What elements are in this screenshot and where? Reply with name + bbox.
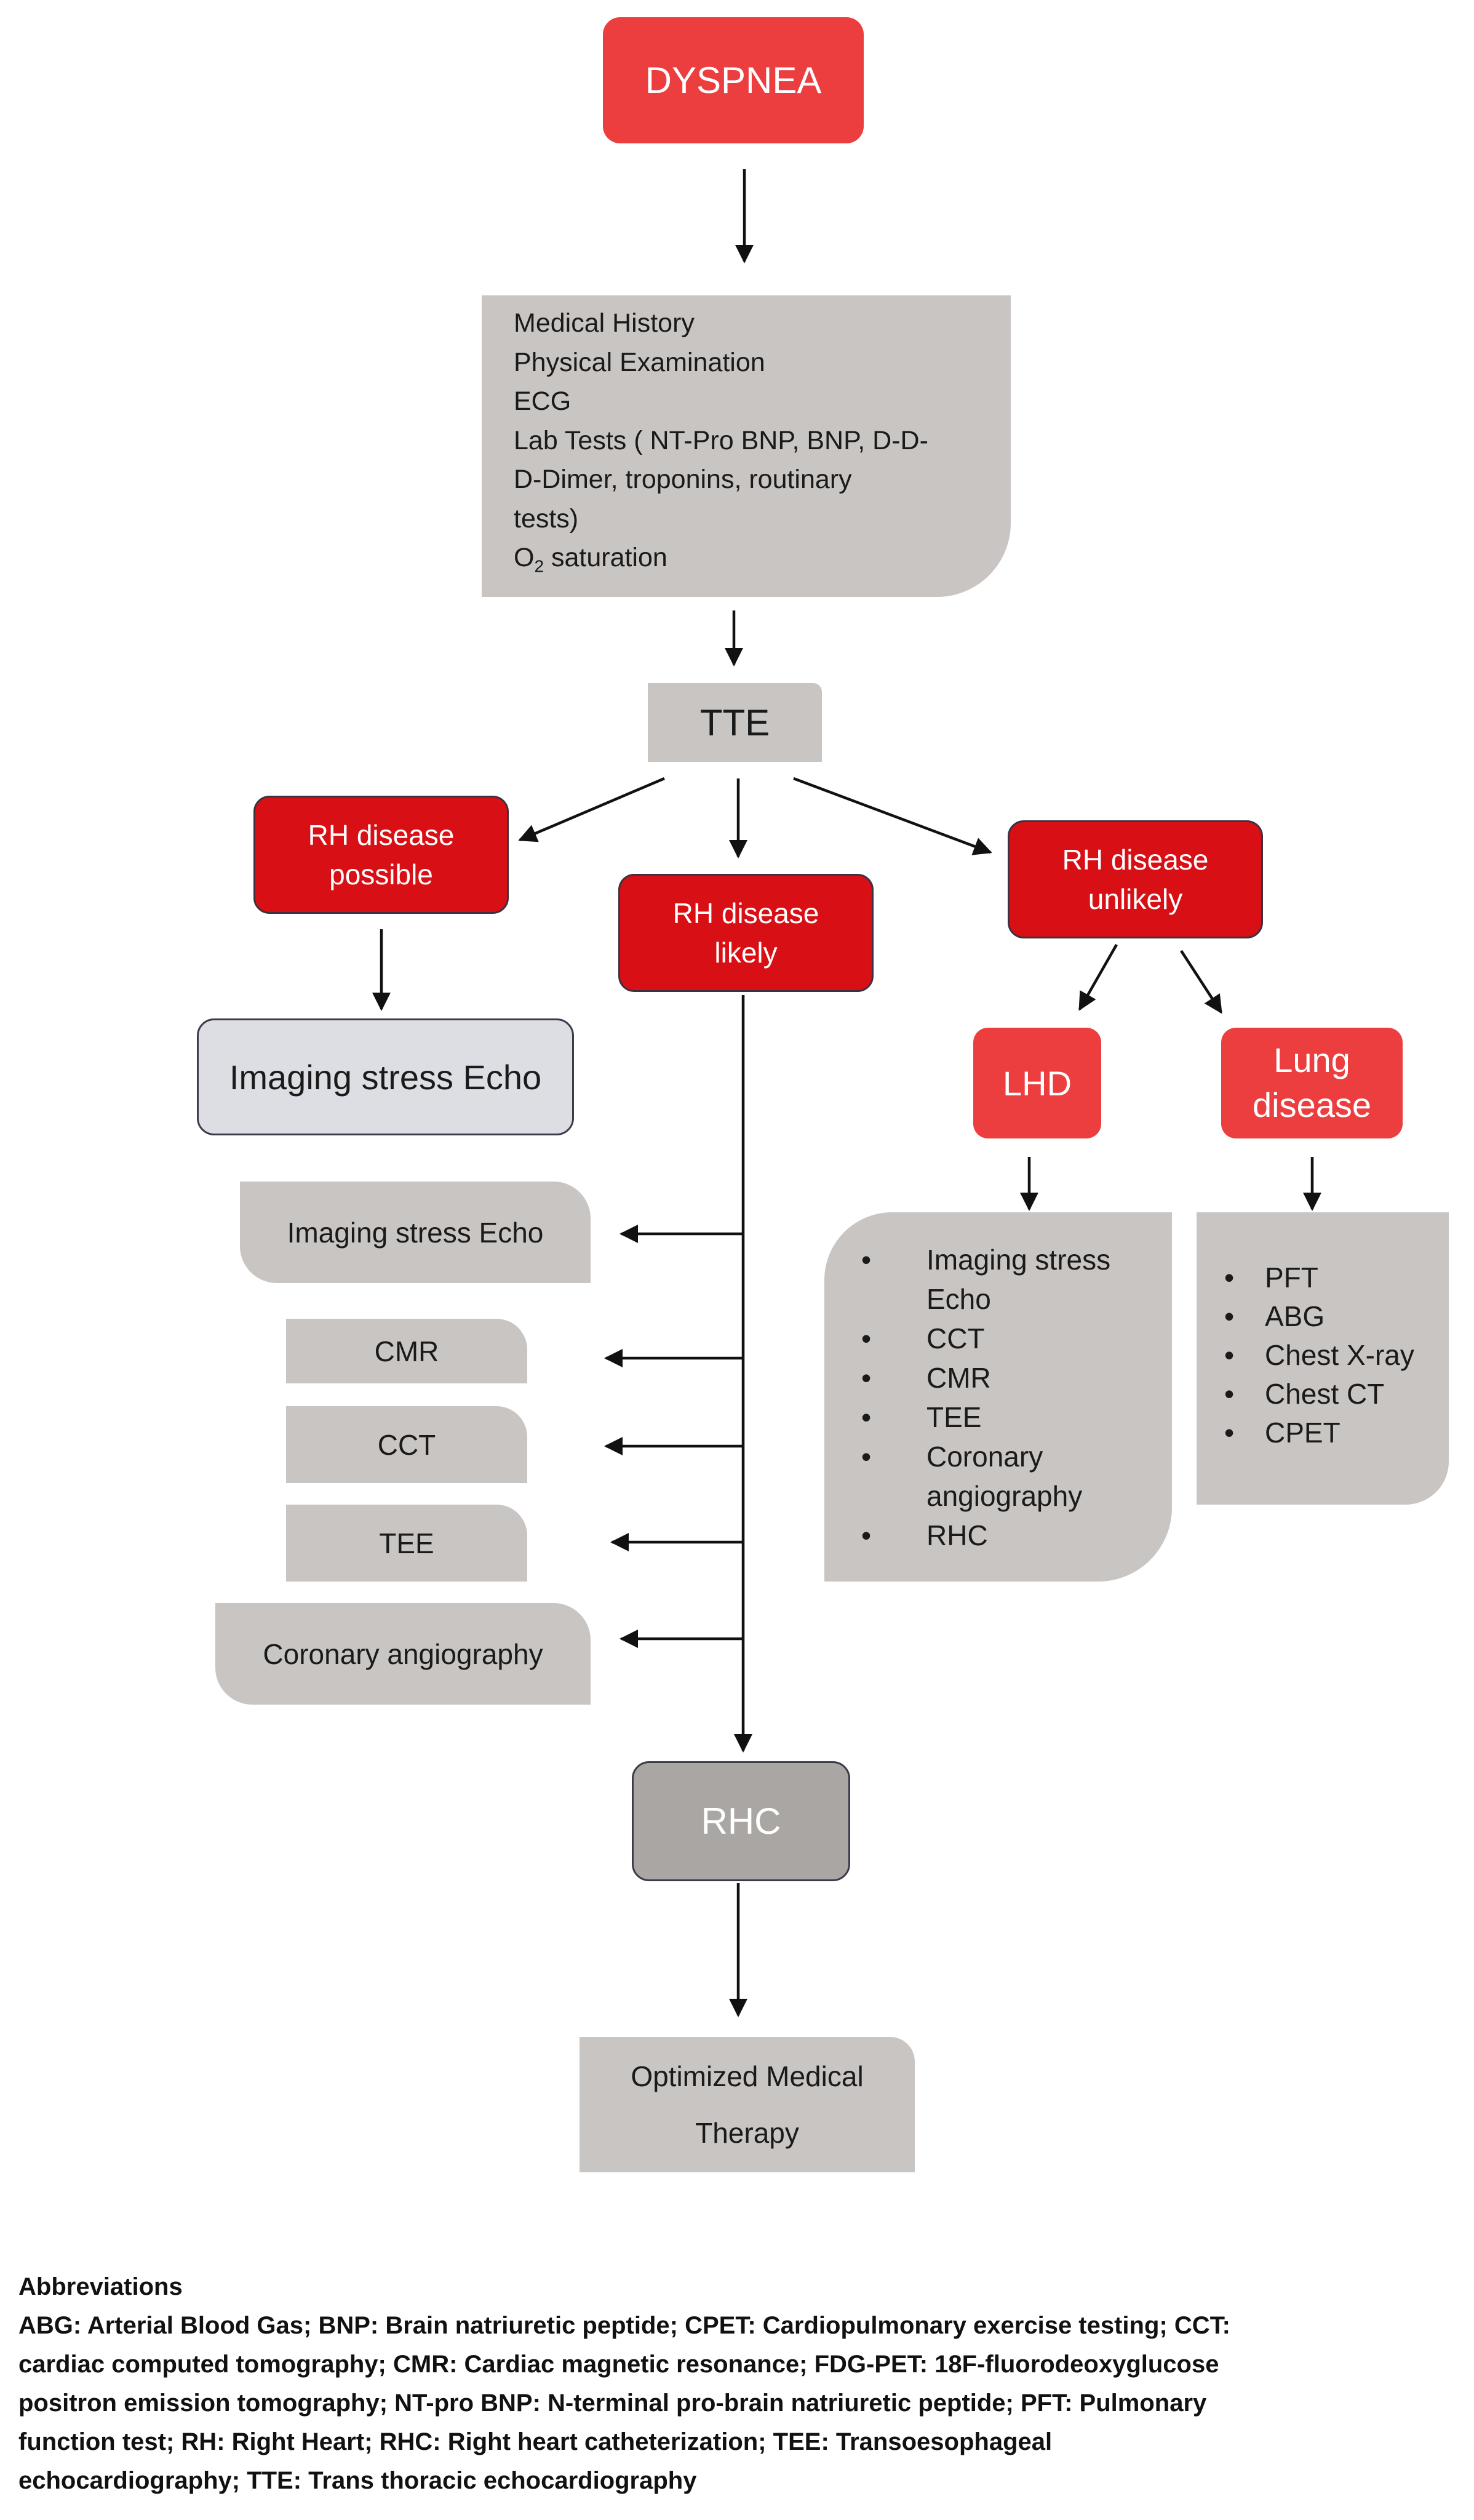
left-test-cmr: CMR bbox=[286, 1319, 527, 1383]
lhd-test-item: RHC bbox=[861, 1516, 1163, 1555]
o2-saturation-line: O2 saturation bbox=[514, 543, 667, 576]
lung-test-item: ABG bbox=[1224, 1297, 1446, 1336]
lhd-test-item: TEE bbox=[861, 1398, 1163, 1437]
abbreviations-line: positron emission tomography; NT-pro BNP… bbox=[18, 2390, 1207, 2417]
tte-node: TTE bbox=[648, 683, 822, 762]
abbreviations-block: Abbreviations ABG: Arterial Blood Gas; B… bbox=[18, 2268, 1458, 2500]
abbreviations-heading: Abbreviations bbox=[18, 2273, 183, 2300]
arrow-tte-possible bbox=[518, 777, 665, 842]
history-line: ECG bbox=[514, 386, 572, 416]
lung-test-item: CPET bbox=[1224, 1414, 1446, 1452]
lung-tests-list: PFT ABG Chest X-ray Chest CT CPET bbox=[1224, 1258, 1446, 1452]
lung-test-item: Chest CT bbox=[1224, 1375, 1446, 1414]
rh-disease-unlikely-node: RH disease unlikely bbox=[1008, 820, 1263, 938]
history-line: Medical History bbox=[514, 308, 695, 338]
rh-disease-possible-node: RH disease possible bbox=[253, 796, 509, 914]
dyspnea-node: DYSPNEA bbox=[603, 17, 864, 143]
left-test-tee: TEE bbox=[286, 1505, 527, 1582]
lung-test-item: Chest X-ray bbox=[1224, 1336, 1446, 1375]
imaging-stress-echo-node: Imaging stress Echo bbox=[197, 1018, 574, 1135]
history-node: Medical History Physical Examination ECG… bbox=[482, 295, 1011, 597]
history-line: Lab Tests ( NT-Pro BNP, BNP, D-D- bbox=[514, 425, 928, 455]
arrow-tte-unlikely bbox=[793, 777, 992, 855]
arrow-unlikely-lhd bbox=[1078, 943, 1118, 1011]
tte-label: TTE bbox=[699, 702, 770, 743]
abbreviations-line: ABG: Arterial Blood Gas; BNP: Brain natr… bbox=[18, 2312, 1230, 2339]
lhd-test-item: CMR bbox=[861, 1358, 1163, 1398]
lung-test-item: PFT bbox=[1224, 1258, 1446, 1297]
left-test-imaging-stress-echo: Imaging stress Echo bbox=[240, 1182, 591, 1283]
abbreviations-line: cardiac computed tomography; CMR: Cardia… bbox=[18, 2351, 1219, 2378]
left-test-cct: CCT bbox=[286, 1406, 527, 1483]
lung-disease-node: Lung disease bbox=[1221, 1028, 1403, 1138]
rhc-node: RHC bbox=[632, 1761, 850, 1881]
left-test-coronary-angiography: Coronary angiography bbox=[215, 1603, 591, 1705]
history-line: D-Dimer, troponins, routinary bbox=[514, 465, 852, 494]
abbreviations-line: echocardiography; TTE: Trans thoracic ec… bbox=[18, 2467, 697, 2494]
history-line: Physical Examination bbox=[514, 347, 765, 377]
abbreviations-line: function test; RH: Right Heart; RHC: Rig… bbox=[18, 2428, 1053, 2455]
arrow-unlikely-lung bbox=[1180, 950, 1222, 1014]
lhd-test-item: CCT bbox=[861, 1319, 1163, 1358]
history-line: tests) bbox=[514, 503, 579, 534]
lhd-node: LHD bbox=[973, 1028, 1101, 1138]
optimized-therapy-node: Optimized Medical Therapy bbox=[580, 2037, 915, 2172]
dyspnea-label: DYSPNEA bbox=[645, 60, 822, 101]
rh-disease-likely-node: RH disease likely bbox=[618, 874, 874, 992]
